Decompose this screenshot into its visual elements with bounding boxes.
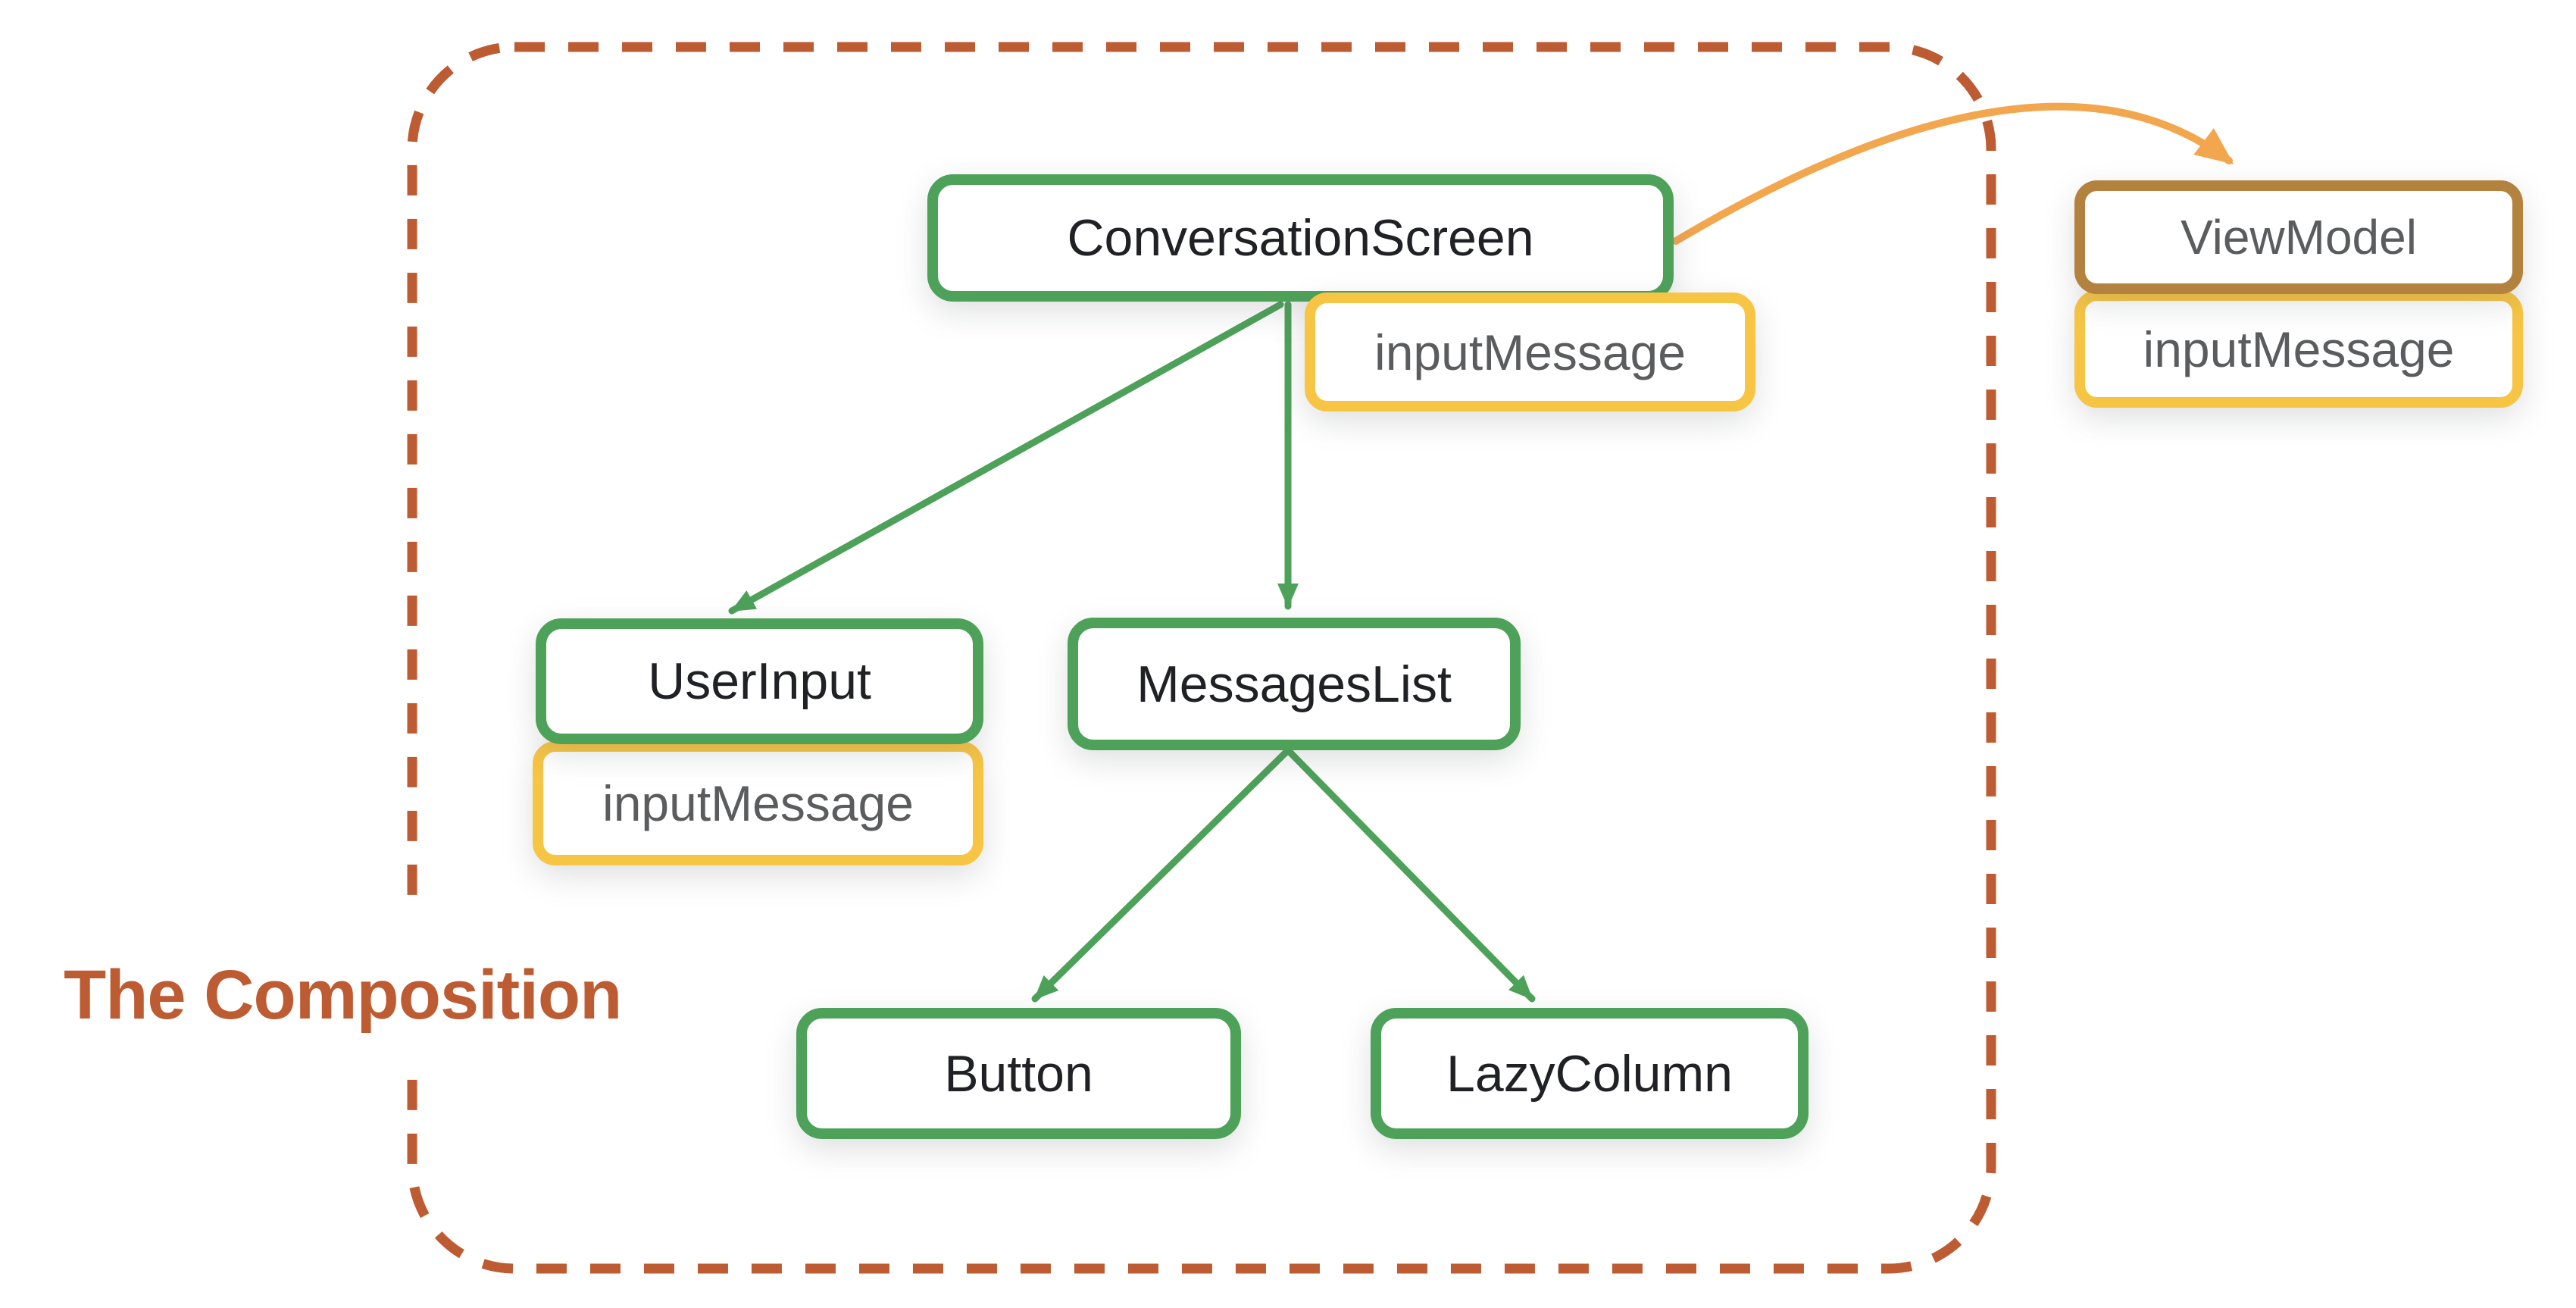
node-conversation-screen-label: ConversationScreen [1067,209,1534,267]
edge-messageslist-to-lazycolumn [1286,748,1536,1003]
composition-title-text: The Composition [64,956,622,1034]
composition-boundary-dashed-outline [407,42,1996,1274]
state-badge-conversation-screen-label: inputMessage [1374,324,1686,380]
node-button: Button [796,1008,1241,1139]
node-lazy-column: LazyColumn [1371,1008,1809,1139]
node-lazy-column-label: LazyColumn [1446,1044,1733,1103]
state-badge-user-input: inputMessage [533,741,983,865]
node-view-model-label: ViewModel [2181,210,2417,264]
composition-title: The Composition [45,914,686,1076]
state-badge-view-model-label: inputMessage [2143,321,2455,377]
node-button-label: Button [944,1044,1093,1103]
node-messages-list-label: MessagesList [1136,655,1452,713]
state-badge-view-model: inputMessage [2074,290,2523,408]
node-conversation-screen: ConversationScreen [927,174,1674,302]
node-user-input: UserInput [536,618,983,744]
edge-conversationscreen-to-userinput [728,301,1284,615]
node-view-model: ViewModel [2074,180,2523,294]
state-badge-conversation-screen: inputMessage [1305,293,1755,411]
state-badge-user-input-label: inputMessage [602,775,914,831]
edge-messageslist-to-button [1031,748,1290,1003]
node-messages-list: MessagesList [1068,618,1521,750]
node-user-input-label: UserInput [648,652,871,710]
edge-conversationscreen-to-viewmodel [1672,102,2234,245]
